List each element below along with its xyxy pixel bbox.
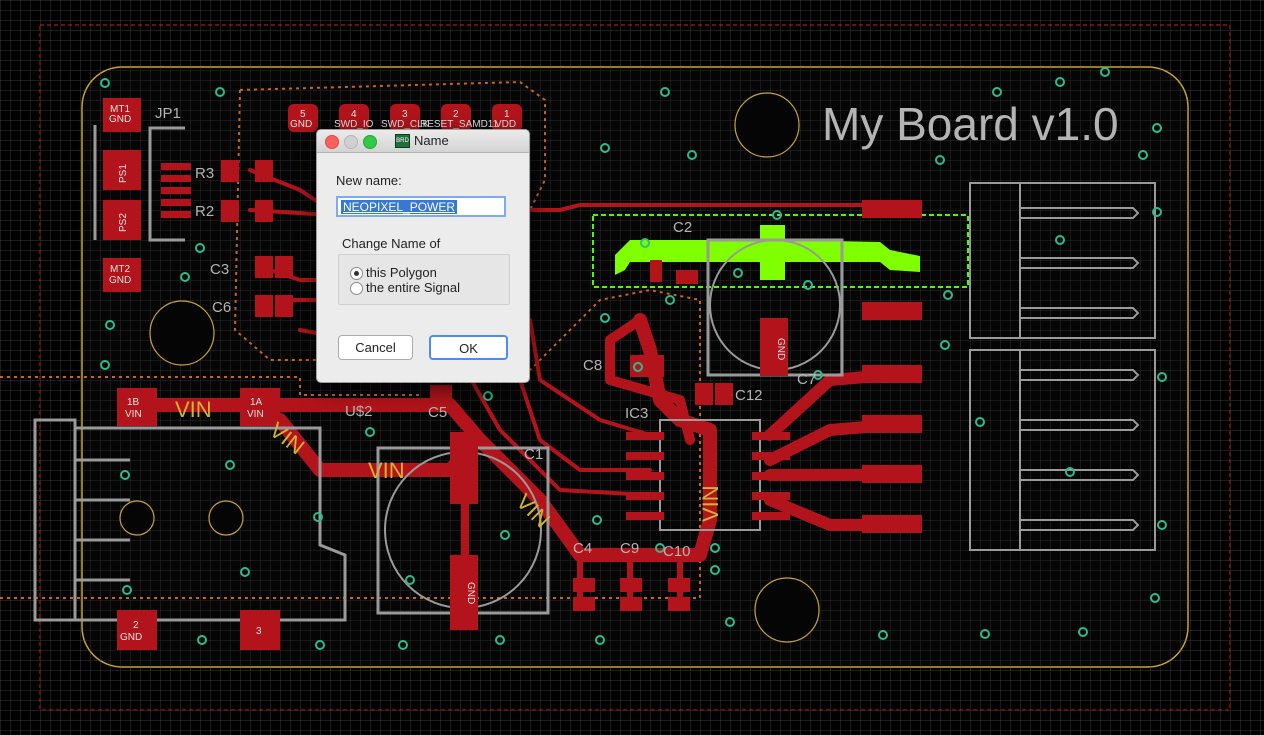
vias bbox=[100, 67, 1167, 650]
cap-gnd-label-2: GND bbox=[775, 338, 786, 360]
jack-pin-3: 3 bbox=[256, 626, 262, 637]
ok-button[interactable]: OK bbox=[429, 335, 508, 360]
vin-label-3: VIN bbox=[368, 458, 405, 483]
header-pad-number-4: 2 bbox=[453, 109, 459, 120]
pad-mt2: MT2 bbox=[110, 264, 130, 275]
label-c5: C5 bbox=[428, 404, 447, 421]
header-pad-number-5: 1 bbox=[504, 109, 510, 120]
close-window-icon[interactable] bbox=[325, 135, 339, 149]
radio-entire-signal[interactable] bbox=[350, 282, 363, 295]
label-c3: C3 bbox=[210, 261, 229, 278]
label-r3: R3 bbox=[195, 165, 214, 182]
pads-group bbox=[103, 98, 922, 650]
header-pad-number-3: 3 bbox=[402, 109, 408, 120]
board-title: My Board v1.0 bbox=[822, 98, 1119, 150]
label-c8: C8 bbox=[583, 357, 602, 374]
pad-mt1-net: GND bbox=[109, 114, 131, 125]
header-pad-2: SWD_IO bbox=[334, 119, 374, 130]
new-name-input[interactable]: NEOPIXEL_POWER bbox=[336, 196, 506, 217]
header-pad-5: VDD bbox=[495, 119, 516, 130]
vin-label-5: VIN bbox=[698, 485, 723, 522]
radio-entire-signal-label[interactable]: the entire Signal bbox=[366, 280, 460, 295]
jack-pin-1b-net: VIN bbox=[125, 409, 142, 420]
label-c10: C10 bbox=[663, 543, 691, 560]
label-ic3: IC3 bbox=[625, 405, 648, 422]
jack-pin-1a-net: VIN bbox=[247, 409, 264, 420]
label-r2: R2 bbox=[195, 203, 214, 220]
minimize-window-icon bbox=[344, 135, 358, 149]
board-dimension-outline bbox=[39, 24, 1231, 711]
dialog-titlebar[interactable]: BRD Name bbox=[317, 130, 529, 153]
label-c1: C1 bbox=[524, 446, 543, 463]
mounting-holes bbox=[119, 92, 820, 643]
label-c2: C2 bbox=[673, 219, 692, 236]
cap-gnd-label-1: GND bbox=[465, 582, 476, 604]
jack-pin-1b: 1B bbox=[127, 397, 140, 408]
cancel-button[interactable]: Cancel bbox=[338, 335, 413, 360]
new-name-label: New name: bbox=[336, 173, 402, 188]
pad-ps1: PS1 bbox=[118, 164, 129, 183]
pad-mt2-net: GND bbox=[109, 275, 131, 286]
radio-this-polygon[interactable] bbox=[350, 267, 363, 280]
change-name-of-group: this Polygon the entire Signal bbox=[338, 254, 510, 305]
label-c6: C6 bbox=[212, 299, 231, 316]
label-us2: U$2 bbox=[345, 403, 373, 420]
silk-labels: My Board v1.0 JP1 R3 R2 C3 C6 C2 C8 C12 … bbox=[109, 98, 1119, 643]
header-pad-3: SWD_CLK bbox=[381, 119, 430, 130]
label-c7: C7 bbox=[797, 371, 816, 388]
silkscreen-outlines bbox=[33, 125, 1156, 622]
brd-file-icon: BRD bbox=[395, 133, 410, 148]
label-jp1: JP1 bbox=[155, 105, 181, 122]
vin-label-1: VIN bbox=[175, 397, 212, 422]
new-name-value: NEOPIXEL_POWER bbox=[341, 200, 458, 214]
header-pad-number-2: 4 bbox=[351, 109, 357, 120]
label-c4: C4 bbox=[573, 540, 592, 557]
jack-pin-1a: 1A bbox=[250, 397, 263, 408]
pad-ps2: PS2 bbox=[118, 213, 129, 232]
header-pad-1: GND bbox=[290, 119, 312, 130]
change-name-of-label: Change Name of bbox=[342, 236, 441, 251]
label-c12: C12 bbox=[735, 387, 763, 404]
pad-mt1: MT1 bbox=[110, 104, 130, 115]
radio-this-polygon-label[interactable]: this Polygon bbox=[366, 265, 437, 280]
dialog-title-text: Name bbox=[414, 133, 449, 148]
dialog-title: BRD Name bbox=[395, 133, 449, 148]
zoom-window-icon[interactable] bbox=[363, 135, 377, 149]
jack-pin-2-net: GND bbox=[120, 632, 142, 643]
label-c9: C9 bbox=[620, 540, 639, 557]
name-dialog: BRD Name New name: NEOPIXEL_POWER Change… bbox=[316, 129, 530, 383]
jack-pin-2: 2 bbox=[133, 620, 139, 631]
header-pad-number-1: 5 bbox=[300, 109, 306, 120]
header-pad-4: RESET_SAMD11 bbox=[420, 119, 499, 130]
